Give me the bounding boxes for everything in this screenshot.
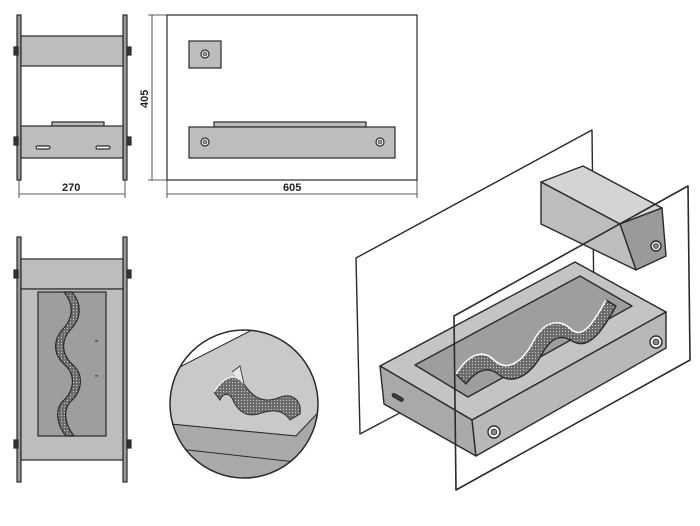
front-burner-top [213, 121, 367, 128]
front-view [166, 14, 418, 181]
top-bolt [126, 269, 132, 279]
side-bolt [126, 136, 132, 146]
front-height-dimension [148, 14, 167, 181]
front-burner-box [188, 126, 396, 159]
top-wall-bracket [20, 258, 124, 290]
iso-burner-side [471, 311, 667, 457]
side-width-dimension [18, 180, 126, 198]
side-bolt [126, 46, 132, 56]
top-view [13, 236, 132, 483]
iso-burner-slot [391, 392, 404, 402]
side-width-label: 270 [62, 182, 80, 194]
top-bolt [13, 439, 19, 449]
front-width-dimension [166, 180, 418, 198]
front-width-label: 605 [283, 182, 301, 194]
side-view [13, 14, 132, 181]
side-slot-left [35, 145, 51, 150]
iso-front-glass [453, 185, 691, 491]
detail-magnifier [169, 329, 319, 479]
side-burner-box [20, 125, 124, 159]
isometric-view [355, 129, 691, 491]
iso-bracket-side [540, 181, 637, 271]
front-height-label: 405 [139, 90, 151, 108]
side-bolt [13, 46, 19, 56]
top-bolt [126, 439, 132, 449]
top-flame-opening [55, 291, 81, 437]
detail-wave-cut [213, 376, 301, 421]
top-bolt [13, 269, 19, 279]
side-wall-bracket [20, 35, 124, 67]
side-bolt [13, 136, 19, 146]
side-slot-right [95, 145, 111, 150]
